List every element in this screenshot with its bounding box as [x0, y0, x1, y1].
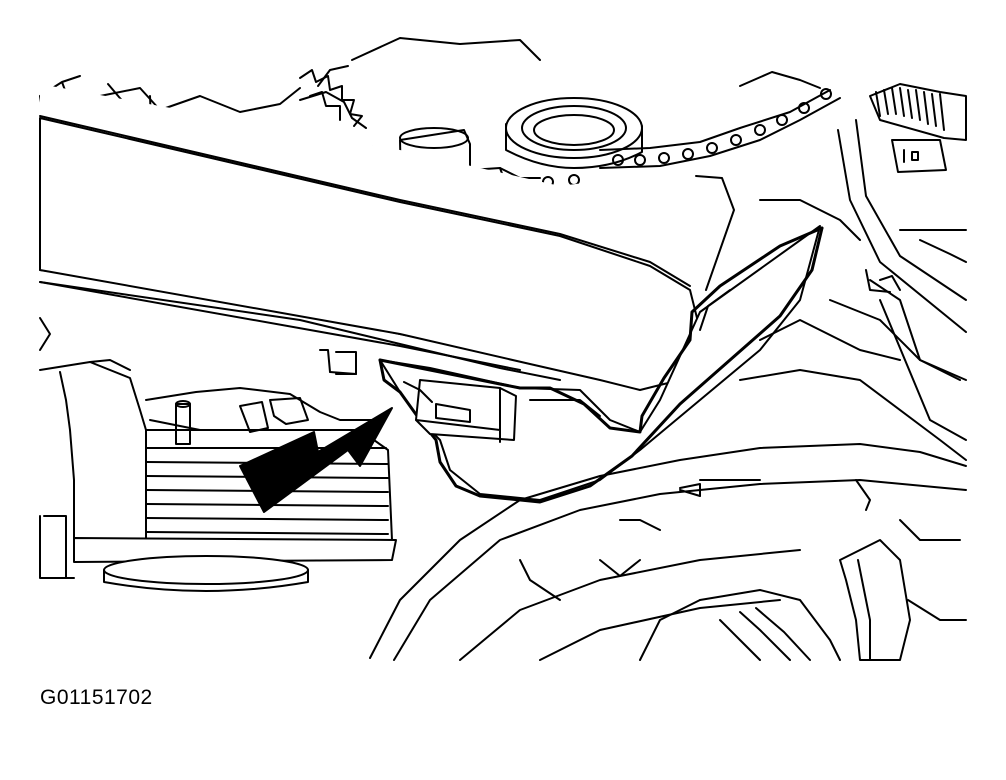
crankshaft-pulley: [73, 387, 397, 592]
hose-top-right: [837, 83, 967, 441]
figure-id-label: G01151702: [40, 686, 153, 709]
left-housing: [39, 317, 357, 579]
timing-gear: [299, 69, 363, 127]
lower-hoses: [369, 443, 967, 661]
round-cap: [505, 97, 643, 169]
right-side-structure: [679, 199, 967, 497]
highlighted-mount-bracket: [378, 225, 824, 504]
pointer-arrow: [239, 407, 393, 513]
cross-member: [39, 84, 810, 391]
